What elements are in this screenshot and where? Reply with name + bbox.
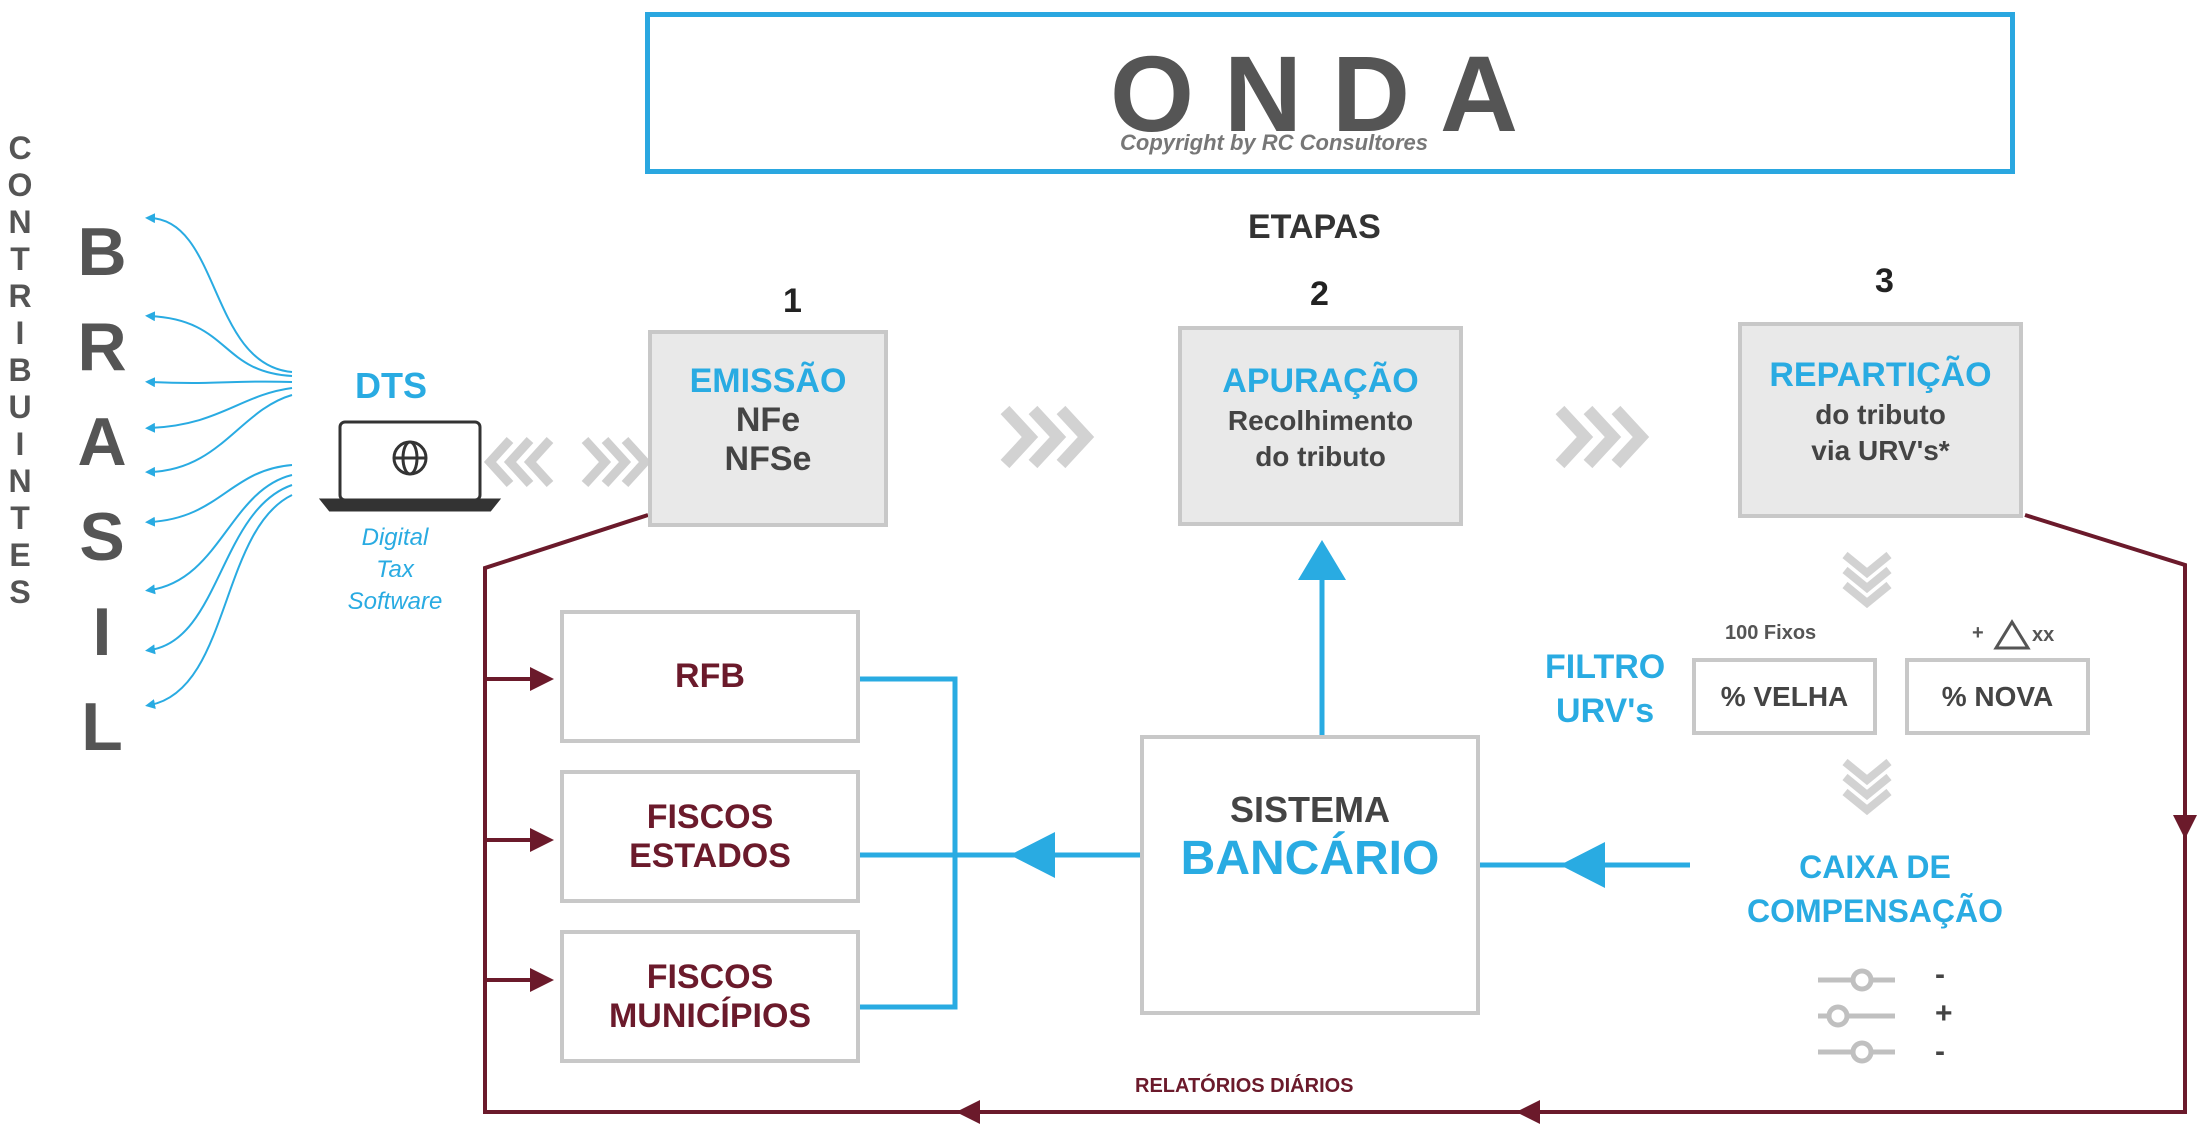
filtro-line: URV's (1556, 692, 1655, 730)
etapas-label: ETAPAS (1248, 208, 1381, 246)
slider-sign: + (1935, 997, 1953, 1030)
dest-fiscos-estados: FISCOS ESTADOS (560, 770, 860, 903)
delta-prefix: + (1972, 622, 1984, 644)
dest-line: MUNICÍPIOS (608, 996, 812, 1035)
contribuintes-letter: E (9, 537, 31, 573)
step-emissao: EMISSÃO NFe NFSe (648, 330, 888, 527)
brasil-letter: S (79, 499, 125, 575)
brasil-letter: B (77, 214, 127, 290)
brasil-column: B R A S I L (72, 205, 132, 775)
dest-rfb: RFB (560, 610, 860, 743)
contribuintes-letter: T (10, 241, 30, 277)
dts-subtitle-line: Digital (361, 524, 429, 551)
step-reparticao: REPARTIÇÃO do tributo via URV's* (1738, 322, 2023, 518)
dts-subtitle: Digital Tax Software (330, 522, 460, 618)
dest-line: RFB (675, 657, 745, 695)
app-title: ONDA (1110, 33, 1548, 154)
banking-line1: SISTEMA (1229, 789, 1390, 830)
banking-line2: BANCÁRIO (1180, 832, 1440, 885)
brasil-letter: R (77, 309, 127, 385)
contribuintes-letter: S (9, 574, 31, 610)
contribuintes-letter: C (8, 130, 32, 166)
step-line: do tributo (1255, 441, 1386, 472)
sliders-icon (1818, 968, 1895, 1064)
down-chevrons-2 (1842, 758, 1892, 816)
brasil-letter: I (92, 594, 112, 670)
dts-subtitle-line: Tax (376, 556, 414, 583)
dest-line: FISCOS (646, 797, 774, 836)
contribuintes-letter: N (8, 204, 32, 240)
step2-step3-chevrons (1555, 405, 1650, 469)
brasil-letter: L (81, 689, 123, 765)
dest-line: ESTADOS (629, 836, 791, 875)
brasil-dts-connectors (145, 213, 293, 709)
sistema-bancario-box: SISTEMA BANCÁRIO (1140, 735, 1480, 1015)
delta-icon (1993, 619, 2031, 650)
contribuintes-letter: U (8, 389, 32, 425)
contribuintes-letter: O (7, 167, 33, 203)
step-line: Recolhimento (1227, 405, 1414, 436)
contribuintes-letter: I (15, 426, 25, 462)
step-title: APURAÇÃO (1222, 362, 1419, 400)
contribuintes-letter: I (15, 315, 25, 351)
step-number-1: 1 (783, 282, 802, 320)
maroon-report-loop (483, 513, 2197, 1124)
brasil-letter: A (77, 404, 127, 480)
step-apuracao: APURAÇÃO Recolhimento do tributo (1178, 326, 1463, 526)
contribuintes-letter: T (10, 500, 30, 536)
delta-suffix: xx (2032, 624, 2055, 646)
step1-step2-chevrons (1000, 405, 1095, 469)
dts-exchange-chevrons (483, 436, 652, 488)
contribuintes-column: C O N T R I B U I N T E S (5, 130, 35, 611)
slider-sign: - (1935, 958, 1945, 991)
filtro-line: FILTRO (1545, 648, 1666, 686)
dest-line: FISCOS (646, 957, 774, 996)
down-chevrons-1 (1842, 551, 1892, 609)
caixa-compensacao-label: CAIXA DE COMPENSAÇÃO (1725, 845, 2025, 933)
step-number-3: 3 (1875, 262, 1894, 300)
relatorios-label: RELATÓRIOS DIÁRIOS (1135, 1075, 1354, 1097)
contribuintes-letter: R (8, 278, 32, 314)
clearing-line: COMPENSAÇÃO (1746, 893, 2003, 929)
contribuintes-letter: N (8, 463, 32, 499)
blue-arrowheads (1010, 540, 1605, 888)
velha-box: % VELHA (1692, 658, 1877, 735)
fixos-caption: 100 Fixos (1725, 622, 1817, 644)
step-line: NFe (735, 401, 801, 439)
laptop-globe-icon (318, 420, 502, 512)
step-line: via URV's* (1811, 435, 1950, 466)
title-banner (645, 12, 2015, 174)
nova-box: % NOVA (1905, 658, 2090, 735)
filtro-urv-label: FILTRO URV's (1545, 645, 1665, 733)
step-title: EMISSÃO (689, 362, 847, 400)
contribuintes-letter: B (8, 352, 32, 388)
copyright-text: Copyright by RC Consultores (1120, 130, 1429, 155)
step-line: NFSe (724, 440, 812, 478)
step-title: REPARTIÇÃO (1769, 356, 1992, 394)
slider-sign: - (1935, 1035, 1945, 1068)
step-number-2: 2 (1310, 275, 1329, 313)
step-line: do tributo (1815, 399, 1946, 430)
dts-subtitle-line: Software (347, 588, 443, 615)
dest-fiscos-municipios: FISCOS MUNICÍPIOS (560, 930, 860, 1063)
clearing-line: CAIXA DE (1799, 849, 1951, 885)
dts-title: DTS (355, 365, 427, 406)
